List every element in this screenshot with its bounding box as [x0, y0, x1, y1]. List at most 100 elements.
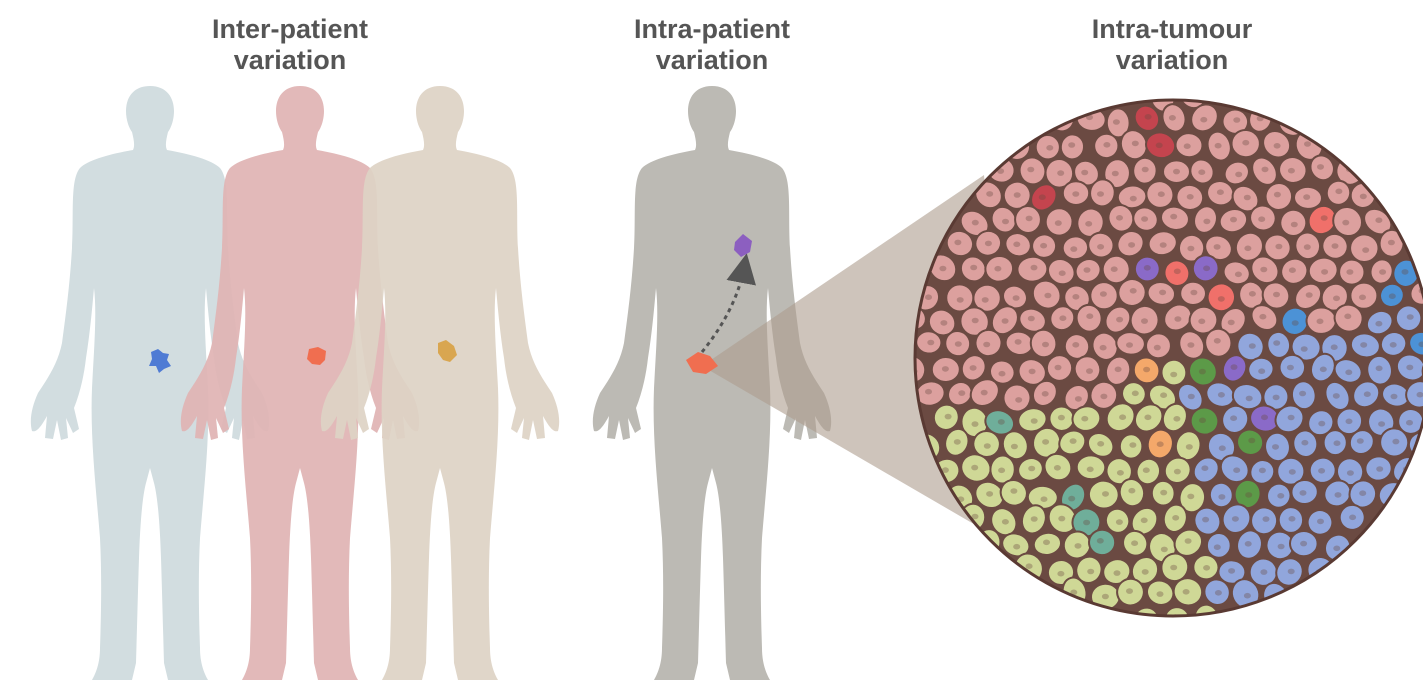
cell-nucleus: [1389, 293, 1396, 299]
cell-nucleus: [1131, 540, 1138, 546]
cell-nucleus: [972, 318, 979, 324]
cell-nucleus: [1141, 318, 1148, 324]
cell-nucleus: [1362, 247, 1369, 253]
cell-nucleus: [1174, 469, 1181, 475]
cell-nucleus: [1218, 392, 1225, 398]
cell-nucleus: [1102, 491, 1109, 497]
cell-nucleus: [1086, 368, 1093, 374]
cell-nucleus: [1235, 272, 1242, 278]
cell-nucleus: [1117, 470, 1124, 476]
cell-nucleus: [1402, 269, 1409, 275]
cell-nucleus: [1161, 547, 1168, 553]
cell-nucleus: [925, 389, 932, 395]
cell-nucleus: [1031, 418, 1038, 424]
cell-nucleus: [1015, 397, 1022, 403]
cell-nucleus: [1086, 313, 1093, 319]
cell-nucleus: [1128, 488, 1135, 494]
cell-nucleus: [970, 265, 977, 271]
cell-nucleus: [1075, 543, 1082, 549]
cell-nucleus: [1346, 419, 1353, 425]
cell-nucleus: [1014, 192, 1021, 198]
cell-nucleus: [1013, 544, 1020, 550]
cell-nucleus: [1170, 372, 1177, 378]
cell-nucleus: [1190, 290, 1197, 296]
cell-nucleus: [985, 241, 992, 247]
cell-nucleus: [1345, 370, 1352, 376]
cell-nucleus: [1359, 295, 1366, 301]
cell-nucleus: [1170, 214, 1177, 220]
cell-nucleus: [1081, 416, 1088, 422]
cell-nucleus: [1392, 439, 1399, 445]
cell-nucleus: [1321, 269, 1328, 275]
cell-nucleus: [1132, 141, 1139, 147]
cell-nucleus: [939, 266, 946, 272]
cell-nucleus: [1346, 269, 1353, 275]
cell-nucleus: [1173, 169, 1180, 175]
cell-nucleus: [1262, 167, 1269, 173]
cell-nucleus: [1321, 215, 1328, 221]
cell-nucleus: [1083, 520, 1090, 526]
cell-nucleus: [1218, 296, 1225, 302]
cell-nucleus: [1391, 394, 1398, 400]
cell-nucleus: [1273, 395, 1280, 401]
cell-nucleus: [1263, 516, 1270, 522]
cell-nucleus: [1075, 396, 1082, 402]
cell-nucleus: [1057, 571, 1064, 577]
cell-nucleus: [1072, 191, 1079, 197]
cell-nucleus: [1002, 519, 1009, 525]
cell-nucleus: [1126, 342, 1133, 348]
cell-nucleus: [1233, 117, 1240, 123]
cell-nucleus: [1198, 169, 1205, 175]
cell-nucleus: [1273, 292, 1280, 298]
cell-nucleus: [1299, 391, 1306, 397]
cell-nucleus: [1406, 365, 1413, 371]
cell-nucleus: [1103, 142, 1110, 148]
cell-nucleus: [1072, 342, 1079, 348]
cell-nucleus: [1129, 442, 1136, 448]
cell-nucleus: [1233, 467, 1240, 473]
cell-nucleus: [1290, 121, 1297, 127]
cell-nucleus: [1333, 296, 1340, 302]
cell-nucleus: [1203, 219, 1210, 225]
cell-nucleus: [1042, 439, 1049, 445]
cell-nucleus: [1375, 321, 1382, 327]
cell-nucleus: [1335, 189, 1342, 195]
cell-nucleus: [1100, 291, 1107, 297]
cell-nucleus: [1301, 440, 1308, 446]
cell-nucleus: [1333, 546, 1340, 552]
cell-nucleus: [957, 297, 964, 303]
cell-nucleus: [1289, 267, 1296, 273]
cell-nucleus: [1235, 172, 1242, 178]
cell-nucleus: [1068, 142, 1075, 148]
cell-nucleus: [1186, 444, 1193, 450]
cell-nucleus: [1046, 145, 1053, 151]
cell-nucleus: [1154, 345, 1161, 351]
cell-nucleus: [1300, 541, 1307, 547]
cell-nucleus: [1145, 114, 1152, 120]
cell-nucleus: [1031, 516, 1038, 522]
cell-nucleus: [954, 439, 961, 445]
cell-nucleus: [1219, 445, 1226, 451]
cell-nucleus: [1081, 170, 1088, 176]
cell-nucleus: [1202, 616, 1209, 622]
cell-nucleus: [1072, 294, 1079, 300]
cell-nucleus: [1113, 119, 1120, 125]
cell-nucleus: [1026, 563, 1033, 569]
cell-nucleus: [1130, 196, 1137, 202]
cell-nucleus: [1261, 415, 1268, 421]
cell-nucleus: [1288, 569, 1295, 575]
cell-nucleus: [1214, 244, 1221, 250]
cell-nucleus: [1114, 570, 1121, 576]
cell-nucleus: [1183, 589, 1190, 595]
cell-nucleus: [1160, 392, 1167, 398]
cell-nucleus: [1344, 314, 1351, 320]
cell-nucleus: [1173, 416, 1180, 422]
cell-nucleus: [1112, 171, 1119, 177]
cell-nucleus: [954, 240, 961, 246]
cell-nucleus: [1115, 367, 1122, 373]
cell-nucleus: [955, 341, 962, 347]
cell-nucleus: [1144, 265, 1151, 271]
cell-nucleus: [972, 421, 979, 427]
cell-nucleus: [1097, 538, 1104, 544]
